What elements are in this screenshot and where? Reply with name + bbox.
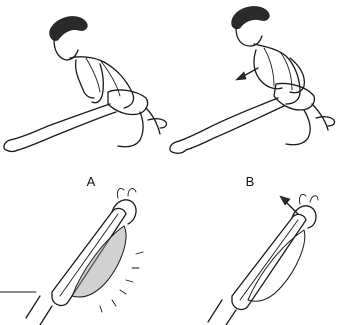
muscle-belly-b (248, 230, 305, 301)
athlete-b-back-leg (286, 104, 328, 145)
athlete-b-torso (254, 44, 300, 104)
lower-leg-b (208, 300, 236, 325)
athlete-a-shorts (108, 90, 148, 115)
muscle-belly-a (72, 226, 126, 297)
athlete-a-arm-left (76, 60, 94, 98)
lower-leg-a (26, 296, 52, 325)
panel-label-b: B (246, 174, 255, 189)
athlete-a-front-foot (4, 140, 18, 152)
pull-arrow (280, 196, 298, 214)
athlete-b-face (236, 28, 262, 46)
athlete-b-front-foot (170, 142, 186, 153)
tendon-a (112, 200, 136, 224)
athlete-a-hair (50, 16, 88, 40)
athlete-a-front-leg (10, 104, 116, 150)
athlete-b-hair (232, 6, 270, 28)
athlete-b-shorts (274, 84, 314, 111)
muscle-detail-b (208, 194, 318, 325)
athlete-b-illustration (170, 6, 335, 153)
forward-motion-arrow (236, 68, 258, 80)
athlete-b-front-leg (176, 98, 284, 150)
athlete-a-illustration (4, 16, 167, 151)
panel-label-a: A (87, 174, 96, 189)
muscle-detail-a (0, 188, 143, 325)
